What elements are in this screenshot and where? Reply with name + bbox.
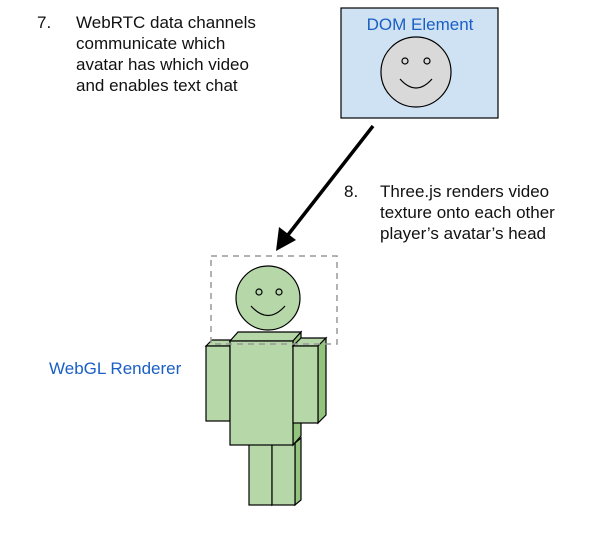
dom-element-face-icon [380, 36, 452, 108]
step-7-line: communicate which [76, 34, 226, 53]
avatar-torso [228, 330, 303, 447]
step-8-annotation: 8. Three.js renders video texture onto e… [344, 181, 589, 251]
step-7-line: avatar has which video [76, 55, 249, 74]
avatar-figure [204, 265, 328, 507]
step-7-annotation: 7. WebRTC data channels communicate whic… [37, 12, 297, 102]
step-8-number: 8. [344, 182, 359, 201]
step-7-text: WebRTC data channels communicate which a… [76, 12, 256, 96]
avatar-head [235, 265, 301, 331]
step-7-line: WebRTC data channels [76, 13, 256, 32]
step-8-line: Three.js renders video [380, 182, 550, 201]
dom-element-box [340, 7, 499, 119]
webgl-renderer-label: WebGL Renderer [49, 359, 182, 378]
step-8-text: Three.js renders video texture onto each… [380, 181, 555, 244]
avatar-legs [247, 436, 302, 507]
head-texture-dashed-box [210, 255, 338, 345]
step-7-number: 7. [37, 13, 52, 32]
step-7-line: and enables text chat [76, 76, 238, 95]
avatar-left-arm [204, 339, 239, 422]
step-8-line: texture onto each other [380, 203, 555, 222]
avatar-right-arm [291, 336, 328, 425]
step-8-line: player’s avatar’s head [380, 224, 547, 243]
render-arrow [276, 124, 375, 251]
dom-element-title: DOM Element [366, 15, 474, 34]
